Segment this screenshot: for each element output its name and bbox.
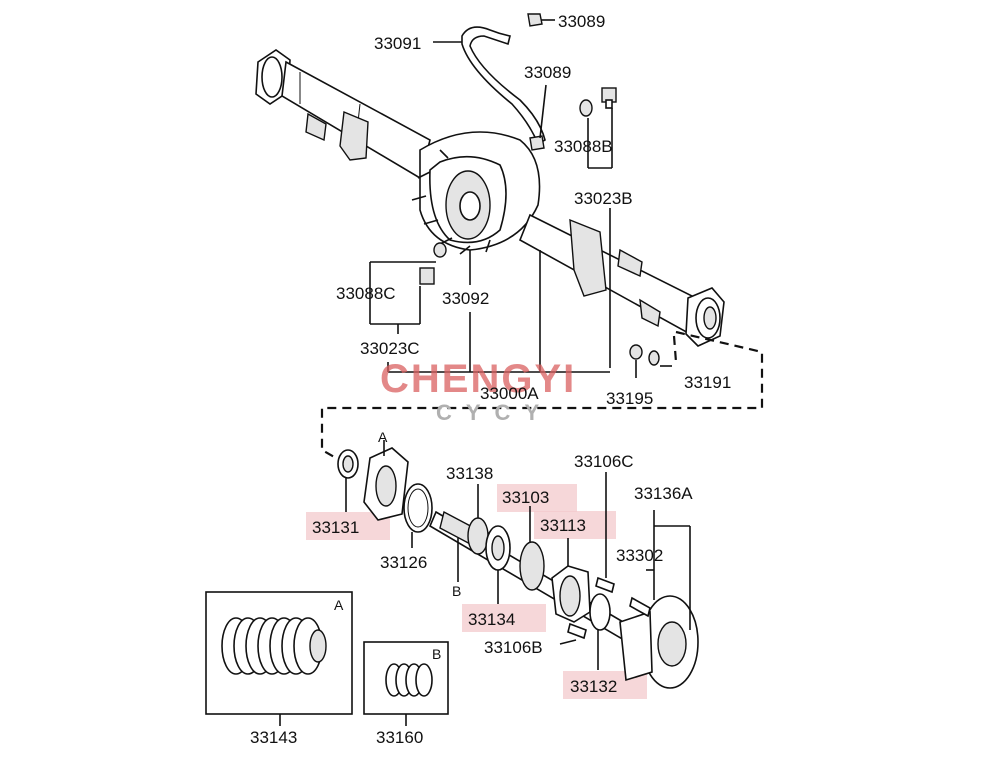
label-33132: 33132 <box>570 677 617 696</box>
highlight-33103 <box>497 484 577 512</box>
highlight-33134 <box>462 604 546 632</box>
highlight-33113 <box>534 511 616 539</box>
label-33113: 33113 <box>540 516 586 535</box>
label-33134: 33134 <box>468 610 515 629</box>
label-33023C: 33023C <box>360 339 420 358</box>
label-33131: 33131 <box>312 518 359 537</box>
carrier-studs <box>411 149 491 255</box>
label-33089-mid: 33089 <box>524 63 571 82</box>
breather-hose <box>461 26 546 146</box>
callout-A-top: A <box>378 429 388 445</box>
dashed-connector <box>320 330 764 459</box>
label-33136A: 33136A <box>634 484 693 503</box>
label-33023B: 33023B <box>574 189 633 208</box>
label-33160: 33160 <box>376 728 423 747</box>
label-33088C: 33088C <box>336 284 396 303</box>
label-33191: 33191 <box>684 373 731 392</box>
leader-lines-top <box>369 19 672 378</box>
gasket-33088C <box>433 242 447 258</box>
callout-A-box: A <box>334 597 344 613</box>
label-33143: 33143 <box>250 728 297 747</box>
kit-box-A <box>205 591 353 726</box>
label-33092: 33092 <box>442 289 489 308</box>
watermark-brand: CHENGYI <box>380 357 576 401</box>
label-33088B: 33088B <box>554 137 613 156</box>
watermark: CHENGYI CYCY <box>380 357 576 425</box>
part-labels: 33089 33091 33089 33088B 33023B 33088C 3… <box>250 12 731 747</box>
label-33302: 33302 <box>616 546 663 565</box>
callout-B-shaft: B <box>452 583 461 599</box>
clip-33089-top <box>527 13 543 27</box>
label-33091: 33091 <box>374 34 421 53</box>
plug-33088B <box>579 99 593 117</box>
label-33195: 33195 <box>606 389 653 408</box>
nut-33195 <box>629 344 643 360</box>
callout-B-box: B <box>432 646 441 662</box>
label-33000A: 33000A <box>480 384 539 403</box>
label-33106B: 33106B <box>484 638 543 657</box>
plug-33023B <box>601 87 617 109</box>
watermark-sub: CYCY <box>436 400 553 425</box>
nut-33191 <box>648 350 660 366</box>
axle-housing <box>255 49 725 347</box>
label-33138: 33138 <box>446 464 493 483</box>
label-33106C: 33106C <box>574 452 634 471</box>
label-33103: 33103 <box>502 488 549 507</box>
kit-box-B <box>363 641 449 726</box>
label-33126: 33126 <box>380 553 427 572</box>
plug-33023C <box>419 267 435 285</box>
label-33089-top: 33089 <box>558 12 605 31</box>
exploded-parts <box>337 447 699 689</box>
clip-33089-mid <box>529 135 545 151</box>
leader-lines-bottom <box>345 440 691 670</box>
